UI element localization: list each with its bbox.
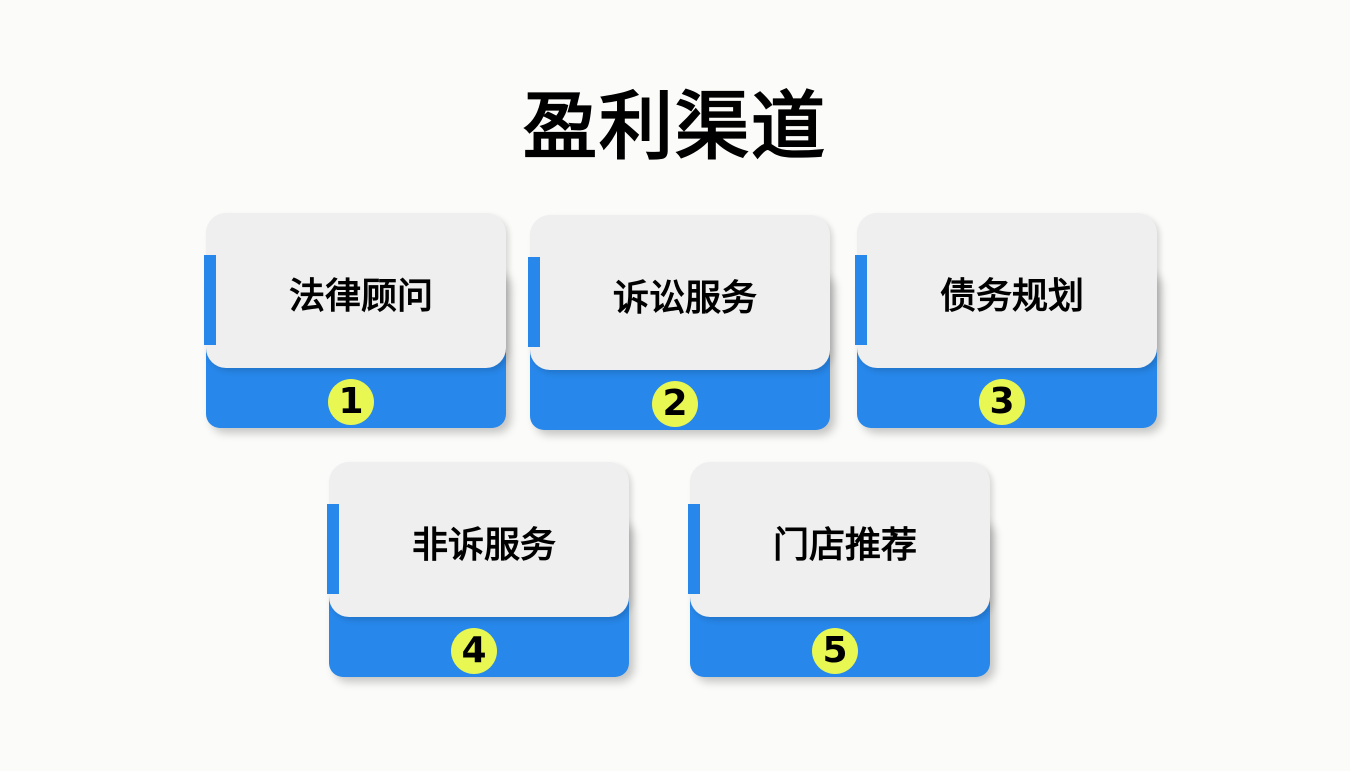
card-accent-bar — [528, 257, 540, 347]
card-3: 债务规划 3 — [855, 213, 1157, 428]
card-face — [206, 213, 506, 368]
card-accent-bar — [327, 504, 339, 594]
card-accent-bar — [204, 255, 216, 345]
card-number-badge: 4 — [451, 628, 497, 674]
card-accent-bar — [688, 504, 700, 594]
card-number-badge: 5 — [812, 628, 858, 674]
card-label: 债务规划 — [939, 276, 1084, 317]
card-1: 法律顾问 1 — [204, 213, 506, 428]
card-number-badge: 2 — [652, 381, 698, 427]
card-face — [690, 462, 990, 617]
page-title: 盈利渠道 — [523, 84, 827, 170]
card-number-badge: 3 — [979, 379, 1025, 425]
card-label: 门店推荐 — [772, 525, 917, 566]
card-2: 诉讼服务 2 — [528, 215, 830, 430]
card-5: 门店推荐 5 — [688, 462, 990, 677]
card-label: 法律顾问 — [288, 276, 433, 317]
card-face — [857, 213, 1157, 368]
card-label: 非诉服务 — [411, 525, 556, 566]
card-face — [329, 462, 629, 617]
card-accent-bar — [855, 255, 867, 345]
card-face — [530, 215, 830, 370]
card-number-badge: 1 — [328, 379, 374, 425]
card-4: 非诉服务 4 — [327, 462, 629, 677]
card-label: 诉讼服务 — [612, 278, 757, 319]
